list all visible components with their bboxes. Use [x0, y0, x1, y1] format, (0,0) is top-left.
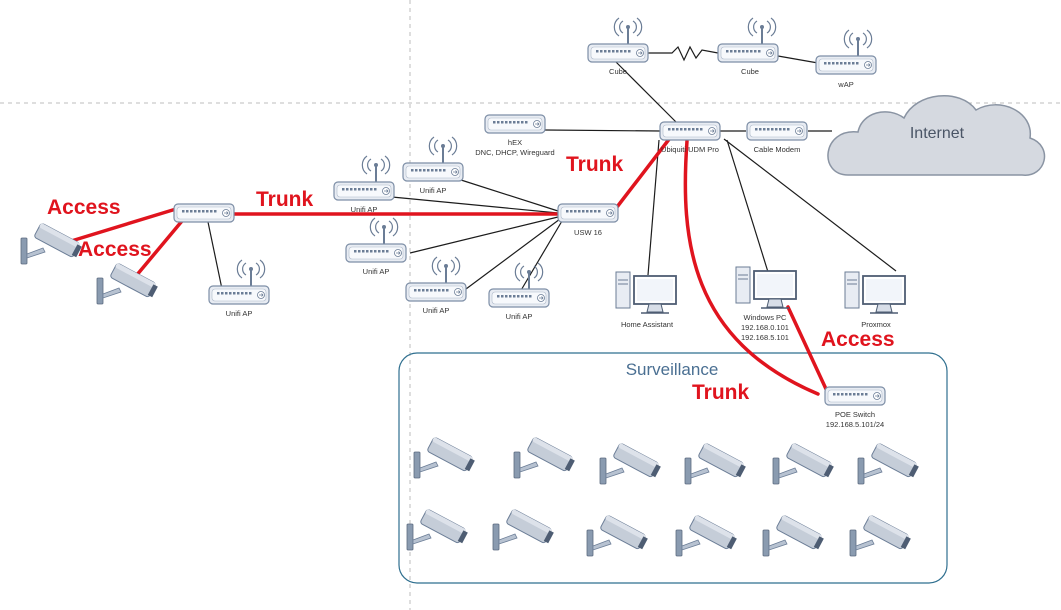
- unifi-ap-3-label: Unifi AP: [363, 267, 390, 276]
- camera: [413, 436, 477, 479]
- home-assistant-label: Home Assistant: [621, 320, 674, 329]
- camera: [599, 442, 663, 485]
- link-udm-poe: [683, 139, 820, 396]
- proxmox-label: Proxmox: [861, 320, 891, 329]
- usw16-label: USW 16: [574, 228, 602, 237]
- wap-label: wAP: [837, 80, 853, 89]
- camera: [675, 514, 739, 557]
- wire-usw-ap2: [460, 179, 559, 212]
- wire-udm-proxmox: [723, 138, 897, 272]
- cable-modem-label: Cable Modem: [754, 145, 801, 154]
- wire-hex-udm: [544, 129, 661, 132]
- left-switch-device: [173, 203, 235, 223]
- access-label-3: Access: [821, 328, 895, 351]
- unifi-ap-3-device: [345, 217, 407, 263]
- udm-label: Ubiquiti UDM Pro: [661, 145, 719, 154]
- unifi-ap-5-label: Unifi AP: [506, 312, 533, 321]
- cube-left-device: [587, 17, 649, 63]
- wire-left-ap: [207, 221, 223, 290]
- link-pc-poe: [786, 305, 828, 391]
- unifi-ap-5-device: [488, 262, 550, 308]
- windows-pc: [735, 266, 797, 309]
- trunk-label-2: Trunk: [566, 153, 623, 176]
- cable-modem-device: [746, 121, 808, 141]
- camera: [762, 514, 826, 557]
- surveillance-title: Surveillance: [626, 360, 719, 379]
- wire-usw-ap3: [409, 216, 559, 254]
- wire-udm-pc: [726, 139, 769, 273]
- internet-label: Internet: [910, 125, 965, 142]
- trunk-label-1: Trunk: [256, 188, 313, 211]
- unifi-ap-4-device: [405, 256, 467, 302]
- link-usw-udm: [615, 136, 672, 209]
- hex-device: [484, 114, 546, 134]
- wire-cube-wap: [777, 55, 819, 64]
- windows-pc-ip2: 192.168.5.101: [741, 333, 789, 342]
- unifi-ap-1-label: Unifi AP: [351, 205, 378, 214]
- unifi-ap-1-device: [333, 155, 395, 201]
- link-left-cam2: [134, 219, 184, 278]
- cube-left-label: Cube: [609, 67, 627, 76]
- poe-switch-device: [824, 386, 886, 406]
- poe-switch-label: POE Switch: [835, 410, 875, 419]
- wap-device: [815, 29, 877, 75]
- cube-right-device: [717, 17, 779, 63]
- windows-pc-ip1: 192.168.0.101: [741, 323, 789, 332]
- camera: [492, 508, 556, 551]
- udm-device: [659, 121, 721, 141]
- camera: [406, 508, 470, 551]
- poe-switch-ip: 192.168.5.101/24: [826, 420, 884, 429]
- unifi-ap-6-device: [208, 259, 270, 305]
- cube-right-label: Cube: [741, 67, 759, 76]
- surveillance-group: [398, 352, 948, 584]
- access-label-2: Access: [78, 238, 152, 261]
- windows-pc-label: Windows PC: [744, 313, 788, 322]
- camera: [684, 442, 748, 485]
- trunk-label-3: Trunk: [692, 381, 749, 404]
- wire-usw-ap5: [519, 220, 563, 293]
- camera-left-1: [20, 222, 84, 265]
- unifi-ap-6-label: Unifi AP: [226, 309, 253, 318]
- camera: [586, 514, 650, 557]
- camera: [772, 442, 836, 485]
- access-label-1: Access: [47, 196, 121, 219]
- proxmox-pc: [844, 271, 906, 314]
- surveillance-cameras: [406, 436, 921, 557]
- wire-cube-udm: [615, 61, 677, 123]
- usw16-device: [557, 203, 619, 223]
- wire-usw-ap4: [465, 218, 561, 290]
- unifi-ap-2-label: Unifi AP: [420, 186, 447, 195]
- link-left-cam1: [66, 207, 178, 244]
- wire-cube-cube: [648, 45, 719, 62]
- hex-label: hEX: [508, 138, 522, 147]
- unifi-ap-2-device: [402, 136, 464, 182]
- camera: [849, 514, 913, 557]
- unifi-ap-4-label: Unifi AP: [423, 306, 450, 315]
- home-assistant-pc: [615, 271, 677, 314]
- camera: [857, 442, 921, 485]
- hex-sublabel: DNC, DHCP, Wireguard: [475, 148, 554, 157]
- wire-udm-ha: [647, 139, 660, 276]
- internet-cloud: [827, 94, 1046, 176]
- wire-usw-ap1: [391, 196, 559, 214]
- camera: [513, 436, 577, 479]
- camera-left-2: [96, 262, 160, 305]
